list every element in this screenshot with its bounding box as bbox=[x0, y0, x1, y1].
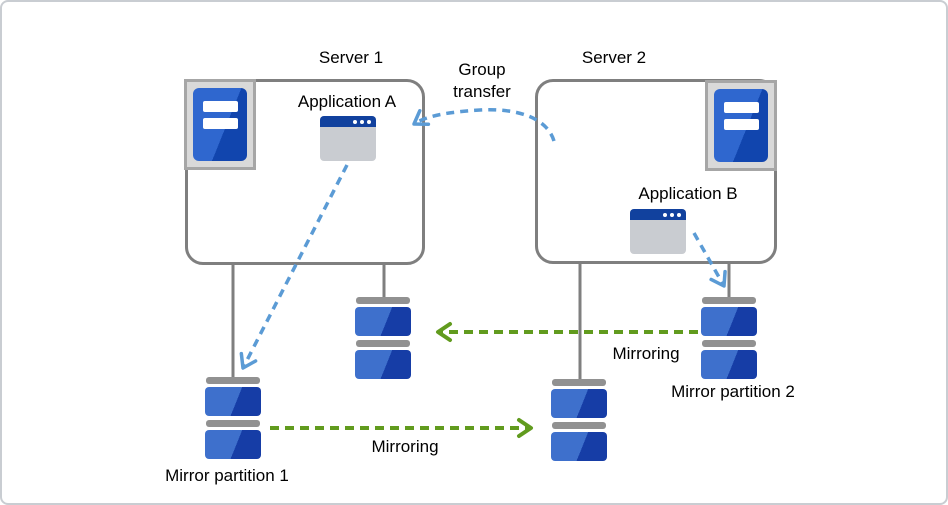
disk-stack-icon-server1-disk bbox=[355, 297, 411, 383]
mirroring-upper-label: Mirroring bbox=[612, 344, 680, 363]
disk-body bbox=[355, 350, 411, 379]
app-window-icon bbox=[320, 116, 376, 161]
disk-body bbox=[701, 350, 757, 379]
server-tower-icon bbox=[184, 79, 256, 170]
disk-body bbox=[551, 389, 607, 418]
titlebar-dot bbox=[353, 119, 357, 124]
server2-label: Server 2 bbox=[581, 48, 647, 67]
server-slot bbox=[203, 101, 238, 112]
disk-cap bbox=[702, 340, 756, 347]
server-tower-icon bbox=[705, 80, 777, 171]
disk-stack-icon-mirror-partition-2 bbox=[701, 297, 757, 383]
mirror-partition-1-label: Mirror partition 1 bbox=[165, 466, 289, 485]
server-tower-front bbox=[714, 89, 768, 162]
titlebar-dot bbox=[663, 212, 667, 217]
disk-cap bbox=[356, 340, 410, 347]
titlebar-dot bbox=[677, 212, 681, 217]
disk-stack-icon-mirror-partition-1 bbox=[205, 377, 261, 463]
disk-cap bbox=[206, 377, 260, 384]
server-slot bbox=[203, 118, 238, 129]
disk-cap bbox=[702, 297, 756, 304]
titlebar-dot bbox=[670, 212, 674, 217]
disk-cap bbox=[206, 420, 260, 427]
disk-cap bbox=[356, 297, 410, 304]
group-transfer-arrow bbox=[412, 108, 556, 142]
mirror-partition-2-label: Mirror partition 2 bbox=[671, 382, 795, 401]
mirroring-lower-label: Mirroring bbox=[371, 437, 439, 456]
server-slot bbox=[724, 102, 759, 113]
disk-body bbox=[205, 430, 261, 459]
disk-body bbox=[701, 307, 757, 336]
app-window-icon bbox=[630, 209, 686, 254]
app-window-titlebar bbox=[630, 209, 686, 220]
group-transfer-label: Group transfer bbox=[453, 60, 511, 102]
server1-label: Server 1 bbox=[318, 48, 384, 67]
application-a-label: Application A bbox=[297, 92, 397, 111]
app-window-titlebar bbox=[320, 116, 376, 127]
disk-cap bbox=[552, 379, 606, 386]
server-tower-front bbox=[193, 88, 247, 161]
disk-body bbox=[355, 307, 411, 336]
disk-body bbox=[205, 387, 261, 416]
titlebar-dot bbox=[360, 119, 364, 124]
disk-cap bbox=[552, 422, 606, 429]
server-slot bbox=[724, 119, 759, 130]
titlebar-dot bbox=[367, 119, 371, 124]
disk-stack-icon-server2-disk bbox=[551, 379, 607, 465]
disk-body bbox=[551, 432, 607, 461]
application-b-label: Application B bbox=[638, 184, 738, 203]
